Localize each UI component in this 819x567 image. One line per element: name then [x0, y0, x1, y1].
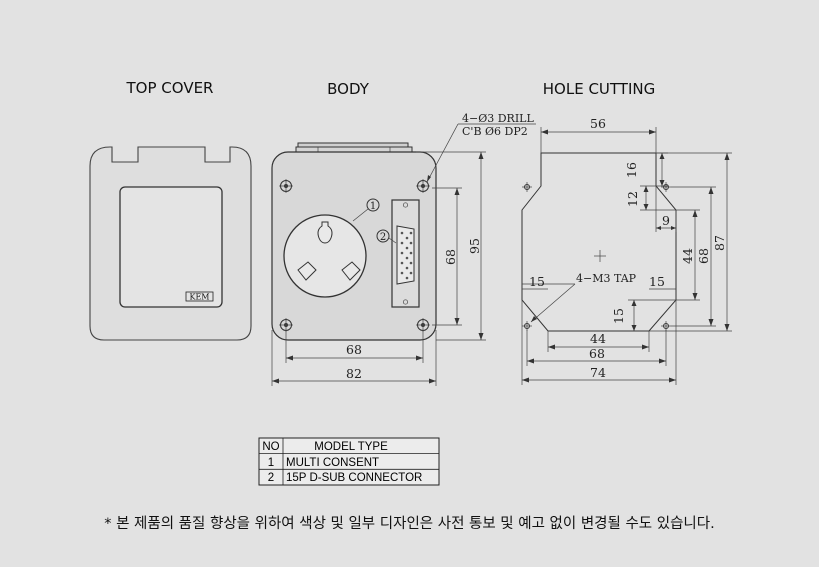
body-view: 1 2 4−Ø3 DRILL C'B Ø6 DP2 68 95 68 82 [271, 112, 536, 386]
dsub-connector [391, 199, 420, 308]
dim-15-left: 15 [529, 274, 545, 289]
body-title: BODY [327, 80, 370, 98]
table-header-type: MODEL TYPE [314, 441, 388, 453]
top-cover-title: TOP COVER [126, 79, 214, 97]
tap-hole-bottom-right [661, 321, 671, 331]
dim-68-horizontal: 68 [589, 346, 605, 361]
drill-note-line2: C'B Ø6 DP2 [462, 125, 528, 138]
dim-12: 12 [625, 191, 640, 207]
tap-hole-top-right [661, 182, 671, 192]
dim-74-horizontal: 74 [590, 365, 606, 380]
table-row-1-type: MULTI CONSENT [286, 457, 379, 469]
hole-cutting-view: 56 16 12 9 44 68 87 4−M3 TAP [521, 116, 732, 385]
dim-44-horizontal: 44 [590, 331, 606, 346]
dim-87-vertical: 87 [712, 235, 727, 251]
dim-body-width-outer: 82 [346, 366, 362, 381]
drill-note-line1: 4−Ø3 DRILL [462, 112, 534, 125]
callout-1: 1 [370, 201, 376, 212]
model-table: NO MODEL TYPE 1 MULTI CONSENT 2 15P D-SU… [258, 437, 440, 486]
top-cover-view: KEM [89, 146, 252, 341]
brand-mark: KEM [189, 293, 209, 302]
dim-68-vertical: 68 [696, 248, 711, 264]
tap-hole-bottom-left [522, 321, 532, 331]
dim-16: 16 [624, 162, 639, 178]
dim-15-vertical: 15 [611, 308, 626, 324]
screw-hole-top-left [279, 179, 293, 193]
multi-consent-socket [283, 214, 367, 298]
screw-hole-bottom-left [279, 318, 293, 332]
dim-15-right: 15 [649, 274, 665, 289]
dim-44-vertical: 44 [680, 248, 695, 264]
table-row-2-type: 15P D-SUB CONNECTOR [286, 472, 422, 484]
dim-body-width-inner: 68 [346, 342, 362, 357]
brand-plate [185, 291, 214, 302]
dim-body-height-outer: 95 [467, 238, 482, 254]
callout-2: 2 [380, 232, 386, 243]
screw-hole-bottom-right [416, 318, 430, 332]
table-header-no: NO [262, 441, 279, 453]
cutout-outline [521, 152, 677, 332]
callout-2-circle [376, 229, 390, 243]
hole-cutting-title: HOLE CUTTING [543, 80, 655, 98]
footnote: * 본 제품의 품질 향상을 위하여 색상 및 일부 디자인은 사전 통보 및 … [104, 516, 715, 532]
tap-hole-top-left [522, 182, 532, 192]
dim-9: 9 [662, 213, 670, 228]
dim-body-height-inner: 68 [443, 249, 458, 265]
table-row-2-no: 2 [268, 472, 274, 484]
table-row-1-no: 1 [268, 457, 274, 469]
cover-lid [119, 186, 223, 308]
tap-note: 4−M3 TAP [576, 272, 637, 285]
callout-1-circle [366, 198, 380, 212]
dim-top-56: 56 [590, 116, 606, 131]
screw-hole-top-right [416, 179, 430, 193]
